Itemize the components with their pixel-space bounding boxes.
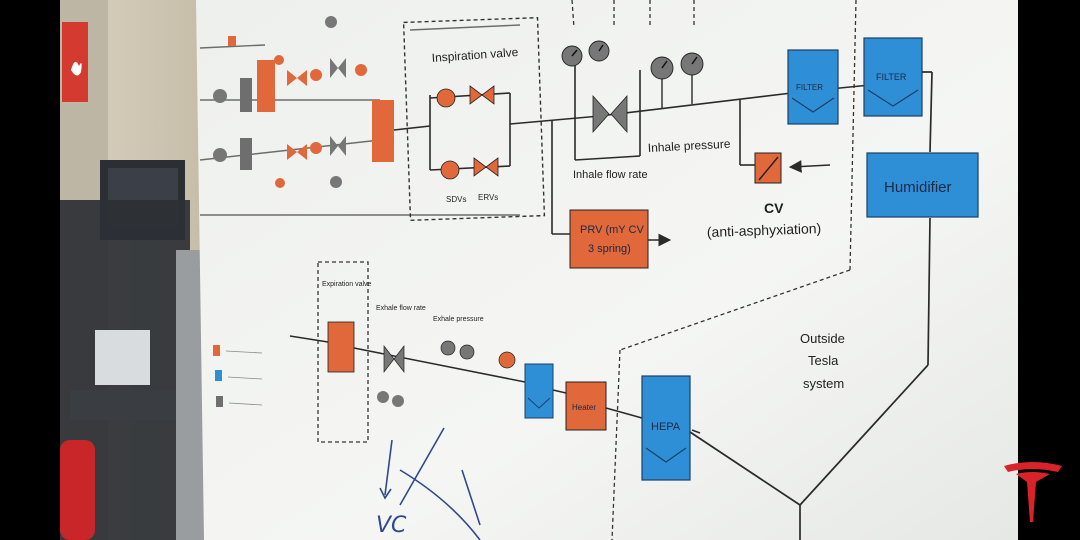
exhale-temperature-sensor <box>498 351 516 369</box>
legend-swatch-grey <box>216 396 223 407</box>
inspiration-sensor-top <box>436 88 456 108</box>
gauge-supply-2 <box>213 148 227 162</box>
inhale-main-line <box>551 62 871 235</box>
expiration-valve-region <box>317 261 369 443</box>
filter-label-1: FILTER <box>796 83 823 92</box>
exhale-flow-rate-label: Exhale flow rate <box>376 305 426 312</box>
bowtie-valve-2 <box>287 144 307 160</box>
outside-system-piping <box>689 71 933 540</box>
inspiration-valve-label: Inspiration valve <box>431 45 519 65</box>
cv-sublabel: (anti-asphyxiation) <box>707 220 822 240</box>
grey-component-1 <box>240 78 252 112</box>
orange-dot-1 <box>274 55 284 65</box>
grey-dot-1 <box>325 16 337 28</box>
cv-label: CV <box>764 200 784 216</box>
left-letterbox <box>0 0 60 540</box>
filter-box-2 <box>863 37 923 117</box>
orange-dot-2 <box>310 69 322 81</box>
inspiration-sensor-bottom <box>440 160 460 180</box>
inspiration-valve-region <box>402 16 546 222</box>
orange-mixer-box <box>372 100 394 162</box>
orange-dot-5 <box>355 64 367 76</box>
grey-valve-2 <box>330 136 346 156</box>
inspiration-valve-bottom <box>473 157 499 177</box>
grey-dot-2 <box>330 176 342 188</box>
sdvs-label: SDVs <box>446 195 466 204</box>
inhale-pressure-label: Inhale pressure <box>647 137 731 155</box>
heater-label: Heater <box>572 403 596 412</box>
grey-component-2 <box>240 138 252 170</box>
humidifier-box <box>866 152 979 218</box>
heater-box <box>565 381 607 431</box>
inhale-flow-rate-label: Inhale flow rate <box>573 169 648 181</box>
right-letterbox <box>1018 0 1080 540</box>
cv-arrow-icon <box>758 156 779 181</box>
expiration-valve-label: Expiration valve <box>322 281 372 288</box>
exhale-flow-gauge-2 <box>392 395 404 407</box>
fire-extinguisher <box>60 440 95 540</box>
inspiration-valve-top <box>469 85 495 105</box>
flame-icon <box>71 61 82 76</box>
exhale-flow-sensor-icon <box>383 344 405 374</box>
grey-valve-1 <box>330 58 346 78</box>
orange-regulator <box>257 60 275 112</box>
handwritten-note: VC <box>376 513 407 538</box>
tesla-logo <box>1004 462 1062 522</box>
orange-dot-4 <box>275 178 285 188</box>
top-dashed-dividers <box>571 0 857 540</box>
exhale-filter-box <box>524 363 554 419</box>
ervs-label: ERVs <box>478 193 498 202</box>
hepa-label: HEPA <box>651 421 681 433</box>
legend-swatch-blue <box>215 370 222 381</box>
handwritten-arrows <box>379 427 481 540</box>
legend-text-lines <box>225 350 263 406</box>
outside-label-3: system <box>803 376 844 391</box>
prv-box <box>569 209 649 269</box>
filter-label-2: FILTER <box>876 72 907 82</box>
legend-swatch-orange <box>213 345 220 356</box>
exhale-pressure-label: Exhale pressure <box>433 316 484 323</box>
exhale-line <box>289 335 701 434</box>
outside-label-1: Outside <box>800 331 845 346</box>
humidifier-label: Humidifier <box>884 179 952 196</box>
exhale-pressure-gauge-2 <box>459 344 475 360</box>
expiration-valve-box <box>327 321 355 373</box>
equipment-shelf <box>70 390 185 420</box>
gauge-supply-1 <box>213 89 227 103</box>
orange-dot-3 <box>310 142 322 154</box>
exhale-flow-gauge-1 <box>377 391 389 403</box>
exhale-pressure-gauge-1 <box>440 340 456 356</box>
small-orange-valve-1 <box>228 36 236 46</box>
inhale-flow-sensor-icon <box>592 94 628 134</box>
prv-label-line1: PRV (mY CV <box>580 224 644 236</box>
white-device <box>95 330 150 385</box>
bowtie-valve-1 <box>287 70 307 86</box>
outside-label-2: Tesla <box>808 353 839 368</box>
prv-label-line2: 3 spring) <box>588 243 631 255</box>
cv-inlet-arrow <box>788 160 831 173</box>
